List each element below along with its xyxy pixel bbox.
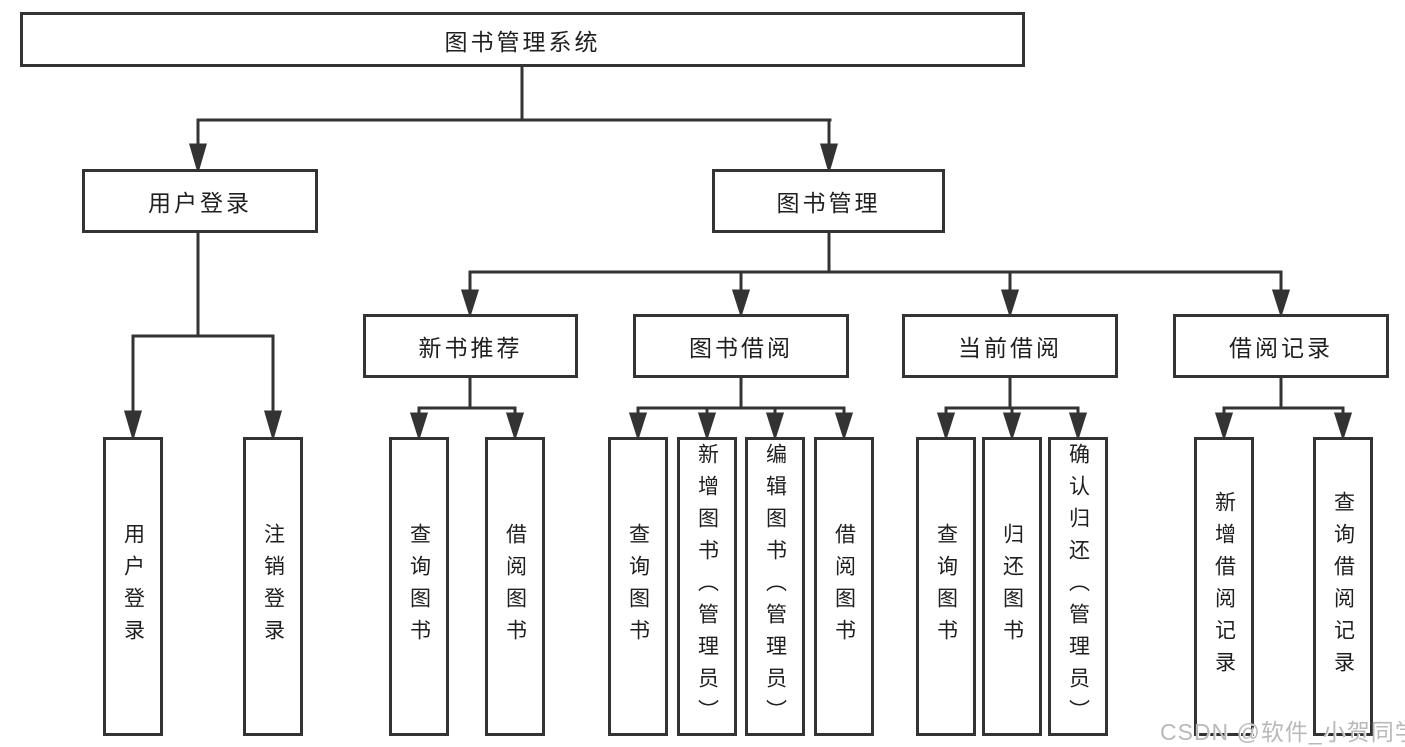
- arrow-down-icon: [1271, 289, 1291, 318]
- arrow-down-icon: [505, 412, 525, 441]
- arrow-down-icon: [697, 412, 717, 441]
- node-current-borrowing: 当前借阅: [902, 314, 1118, 378]
- arrow-down-icon: [1000, 289, 1020, 318]
- arrow-down-icon: [1214, 412, 1234, 441]
- node-new-book-recommendation: 新书推荐: [363, 314, 578, 378]
- leaf-recommend-borrow-books: 借阅图书: [485, 437, 545, 736]
- arrow-down-icon: [765, 412, 785, 441]
- node-user-login: 用户登录: [82, 169, 318, 233]
- node-book-borrowing: 图书借阅: [633, 314, 849, 378]
- arrow-down-icon: [1068, 412, 1088, 441]
- leaf-borrowing-borrow-books: 借阅图书: [814, 437, 874, 736]
- arrow-down-icon: [264, 410, 282, 442]
- leaf-records-add-record: 新增借阅记录: [1194, 437, 1254, 736]
- leaf-borrowing-edit-books-admin: 编辑图书（管理员）: [745, 437, 805, 736]
- leaf-current-confirm-return-admin: 确认归还（管理员）: [1048, 437, 1108, 736]
- arrow-down-icon: [820, 143, 838, 175]
- arrow-down-icon: [628, 412, 648, 441]
- leaf-borrowing-query-books: 查询图书: [608, 437, 668, 736]
- leaf-borrowing-add-books-admin: 新增图书（管理员）: [677, 437, 737, 736]
- arrow-down-icon: [1002, 412, 1022, 441]
- leaf-current-query-books: 查询图书: [916, 437, 976, 736]
- node-library-management-system: 图书管理系统: [20, 12, 1025, 67]
- arrow-down-icon: [189, 143, 207, 175]
- leaf-current-return-books: 归还图书: [982, 437, 1042, 736]
- arrow-down-icon: [460, 289, 480, 318]
- arrow-down-icon: [124, 410, 142, 442]
- arrow-down-icon: [834, 412, 854, 441]
- arrow-down-icon: [936, 412, 956, 441]
- leaf-logout: 注销登录: [243, 437, 303, 736]
- leaf-user-login: 用户登录: [103, 437, 163, 736]
- node-borrowing-records: 借阅记录: [1173, 314, 1389, 378]
- arrow-down-icon: [1333, 412, 1353, 441]
- arrow-down-icon: [409, 412, 429, 441]
- node-book-management: 图书管理: [712, 169, 945, 233]
- arrow-down-icon: [731, 289, 751, 318]
- leaf-records-query-record: 查询借阅记录: [1313, 437, 1373, 736]
- leaf-recommend-query-books: 查询图书: [389, 437, 449, 736]
